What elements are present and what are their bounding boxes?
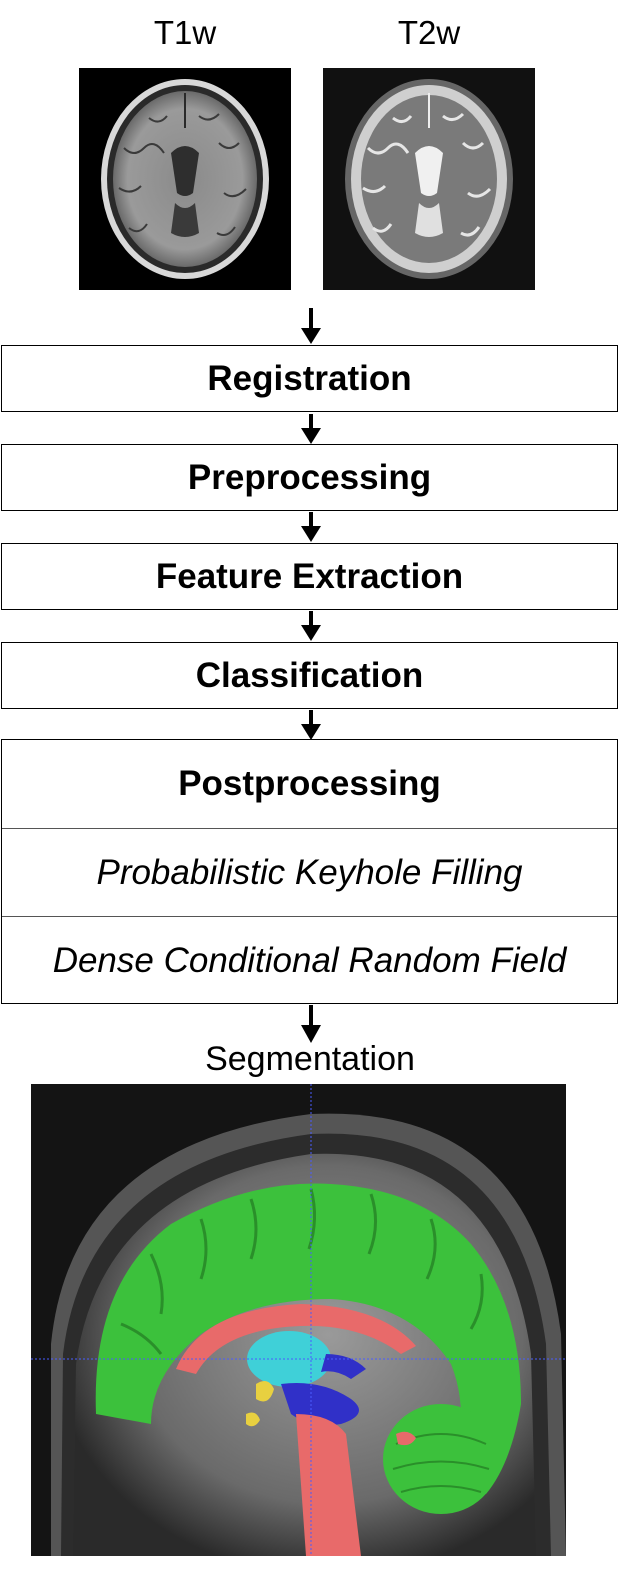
arrow-down-icon xyxy=(301,611,321,641)
t1w-label: T1w xyxy=(153,14,217,51)
registration-step: Registration xyxy=(1,345,618,412)
postprocessing-title: Postprocessing xyxy=(178,764,441,803)
dense-crf-method: Dense Conditional Random Field xyxy=(2,916,617,1004)
postprocessing-block: Postprocessing Probabilistic Keyhole Fil… xyxy=(1,739,618,1004)
preprocessing-step: Preprocessing xyxy=(1,444,618,511)
arrow-down-icon xyxy=(301,512,321,542)
feature-extraction-step: Feature Extraction xyxy=(1,543,618,610)
t2w-mri-image xyxy=(323,68,535,290)
segmentation-image xyxy=(31,1084,566,1556)
arrow-down-icon xyxy=(301,710,321,740)
t2w-label: T2w xyxy=(397,14,461,51)
segmentation-label: Segmentation xyxy=(205,1040,415,1078)
keyhole-filling-method: Probabilistic Keyhole Filling xyxy=(2,828,617,916)
arrow-down-icon xyxy=(301,1005,321,1043)
classification-step: Classification xyxy=(1,642,618,709)
arrow-down-icon xyxy=(301,308,321,344)
t1w-mri-image xyxy=(79,68,291,290)
arrow-down-icon xyxy=(301,414,321,444)
